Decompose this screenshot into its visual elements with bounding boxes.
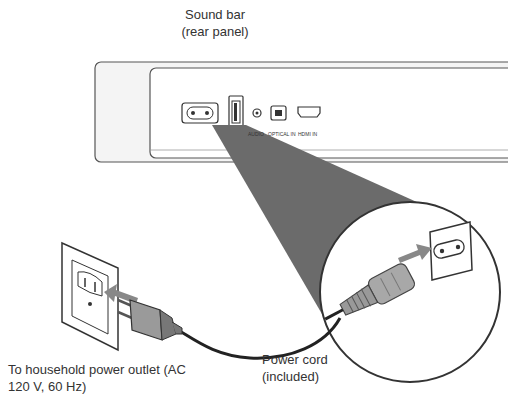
rear-panel <box>150 68 508 158</box>
usb-port <box>229 96 243 128</box>
caption-label: To household power outlet (AC 120 V, 60 … <box>8 361 188 395</box>
magnifier-circle <box>320 202 500 382</box>
port-label: OPTICAL IN <box>268 131 296 137</box>
power-inlet <box>182 103 218 123</box>
caption-label: Power cord (included) <box>262 351 352 385</box>
port-label: AUDIO <box>248 131 264 137</box>
port-label: HDMI IN <box>298 131 317 137</box>
audio-jack <box>253 109 261 117</box>
soundbar-body <box>95 62 508 162</box>
plug <box>118 300 182 340</box>
inlet-closeup <box>430 222 472 280</box>
insert-arrow <box>398 244 432 263</box>
hdmi-port <box>298 107 320 117</box>
caption-label: Sound bar (rear panel) <box>170 6 260 40</box>
cord-connector <box>319 262 417 332</box>
optical-port <box>271 106 286 120</box>
